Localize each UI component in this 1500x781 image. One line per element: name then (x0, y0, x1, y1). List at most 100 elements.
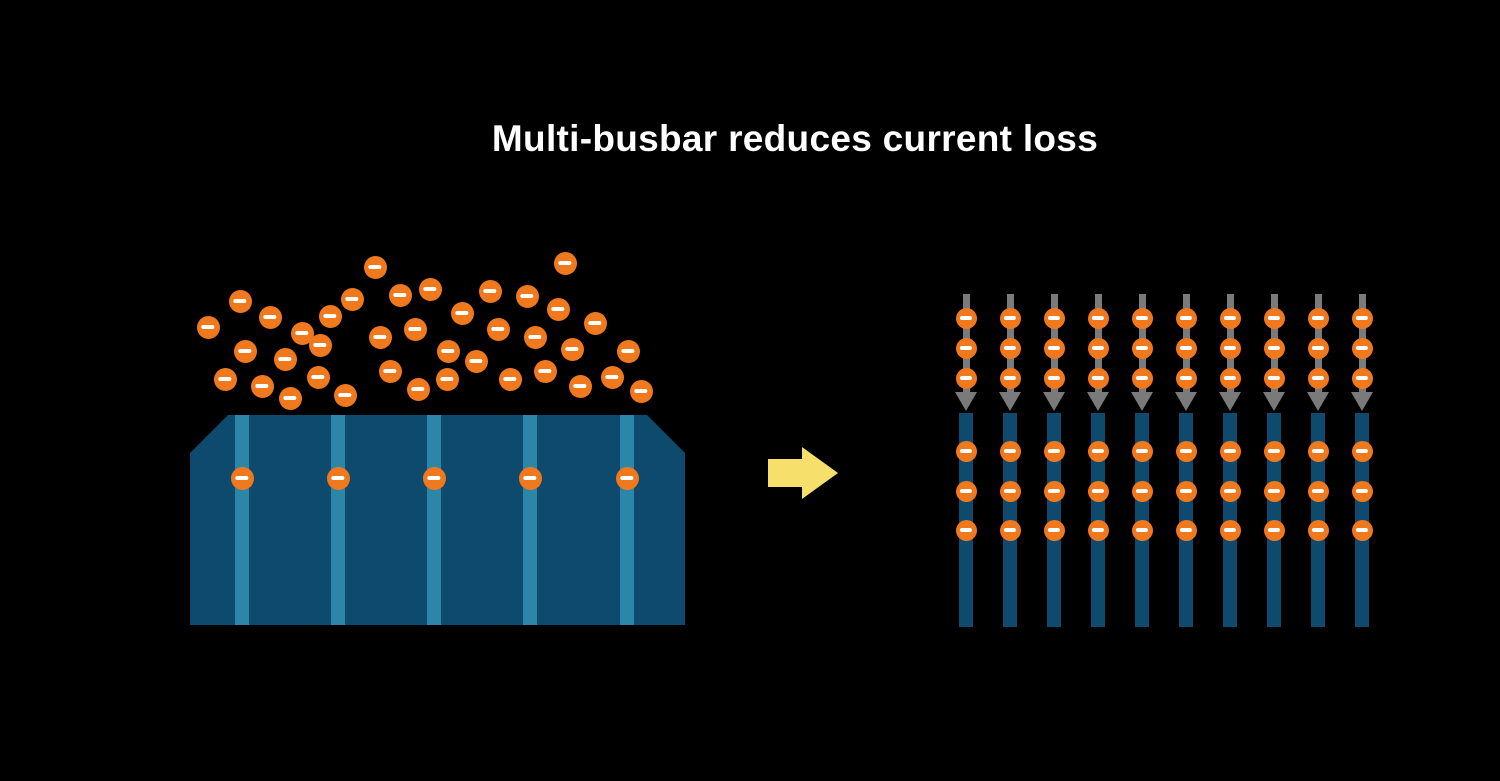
busbar-electron-icon (422, 466, 446, 490)
free-electron-icon (515, 284, 539, 308)
current-flow-arrow-head (1175, 392, 1197, 411)
collected-electron-icon (1219, 440, 1241, 462)
busbar-electron-icon (230, 466, 254, 490)
current-flow-arrow-head (1043, 392, 1065, 411)
free-electron-icon (273, 347, 297, 371)
free-electron-icon (403, 317, 427, 341)
free-electron-icon (196, 315, 220, 339)
free-electron-icon (278, 386, 302, 410)
flow-electron-icon (1087, 307, 1109, 329)
free-electron-icon (340, 287, 364, 311)
collected-electron-icon (1307, 519, 1329, 541)
flow-electron-icon (1043, 307, 1065, 329)
free-electron-icon (583, 311, 607, 335)
free-electron-icon (568, 374, 592, 398)
free-electron-icon (418, 277, 442, 301)
flow-electron-icon (1219, 337, 1241, 359)
flow-electron-icon (1351, 367, 1373, 389)
current-flow-arrow-head (1131, 392, 1153, 411)
collected-electron-icon (1131, 480, 1153, 502)
free-electron-icon (233, 339, 257, 363)
flow-electron-icon (1307, 337, 1329, 359)
free-electron-icon (388, 283, 412, 307)
collected-electron-icon (1175, 519, 1197, 541)
free-electron-icon (533, 359, 557, 383)
free-electron-icon (406, 377, 430, 401)
free-electron-icon (368, 325, 392, 349)
collected-electron-icon (1307, 480, 1329, 502)
flow-electron-icon (1219, 307, 1241, 329)
transition-arrow-icon (768, 447, 838, 499)
collected-electron-icon (999, 519, 1021, 541)
collected-electron-icon (1351, 519, 1373, 541)
free-electron-icon (435, 367, 459, 391)
flow-electron-icon (1087, 367, 1109, 389)
collected-electron-icon (1087, 519, 1109, 541)
flow-electron-icon (999, 367, 1021, 389)
current-flow-arrow-head (1351, 392, 1373, 411)
collected-electron-icon (1351, 440, 1373, 462)
collected-electron-icon (1219, 480, 1241, 502)
current-flow-arrow-head (1263, 392, 1285, 411)
flow-electron-icon (1175, 367, 1197, 389)
free-electron-icon (308, 333, 332, 357)
collected-electron-icon (955, 440, 977, 462)
solar-cell-shape (190, 415, 685, 625)
flow-electron-icon (1175, 307, 1197, 329)
current-flow-arrow-head (999, 392, 1021, 411)
collected-electron-icon (1263, 519, 1285, 541)
current-flow-arrow-head (1307, 392, 1329, 411)
collected-electron-icon (999, 440, 1021, 462)
free-electron-icon (228, 289, 252, 313)
page-title: Multi-busbar reduces current loss (491, 118, 1099, 159)
flow-electron-icon (1263, 367, 1285, 389)
flow-electron-icon (999, 337, 1021, 359)
collected-electron-icon (1263, 440, 1285, 462)
collected-electron-icon (1351, 480, 1373, 502)
collected-electron-icon (1043, 480, 1065, 502)
free-electron-icon (450, 301, 474, 325)
flow-electron-icon (1043, 367, 1065, 389)
collected-electron-icon (1219, 519, 1241, 541)
free-electron-icon (498, 367, 522, 391)
collected-electron-icon (955, 519, 977, 541)
flow-electron-icon (1131, 337, 1153, 359)
flow-electron-icon (1263, 307, 1285, 329)
free-electron-icon (560, 337, 584, 361)
flow-electron-icon (955, 307, 977, 329)
flow-electron-icon (1351, 307, 1373, 329)
flow-electron-icon (1219, 367, 1241, 389)
free-electron-icon (290, 321, 314, 345)
flow-electron-icon (1307, 367, 1329, 389)
flow-electron-icon (1131, 367, 1153, 389)
collected-electron-icon (1175, 480, 1197, 502)
flow-electron-icon (955, 367, 977, 389)
current-flow-arrow-head (955, 392, 977, 411)
free-electron-icon (213, 367, 237, 391)
free-electron-icon (629, 379, 653, 403)
transition-arrow-shaft (768, 459, 804, 487)
busbar-electron-icon (326, 466, 350, 490)
free-electron-icon (258, 305, 282, 329)
collected-electron-icon (1175, 440, 1197, 462)
collected-electron-icon (955, 480, 977, 502)
free-electron-icon (378, 359, 402, 383)
free-electron-icon (306, 365, 330, 389)
collected-electron-icon (1131, 519, 1153, 541)
collected-electron-icon (1043, 440, 1065, 462)
current-flow-arrow-head (1219, 392, 1241, 411)
free-electron-icon (436, 339, 460, 363)
free-electron-icon (523, 325, 547, 349)
flow-electron-icon (1351, 337, 1373, 359)
current-flow-arrow-head (1087, 392, 1109, 411)
collected-electron-icon (1131, 440, 1153, 462)
free-electron-icon (464, 349, 488, 373)
busbar-electron-icon (518, 466, 542, 490)
free-electron-icon (318, 304, 342, 328)
flow-electron-icon (1043, 337, 1065, 359)
transition-arrow-head (802, 447, 838, 499)
flow-electron-icon (955, 337, 977, 359)
